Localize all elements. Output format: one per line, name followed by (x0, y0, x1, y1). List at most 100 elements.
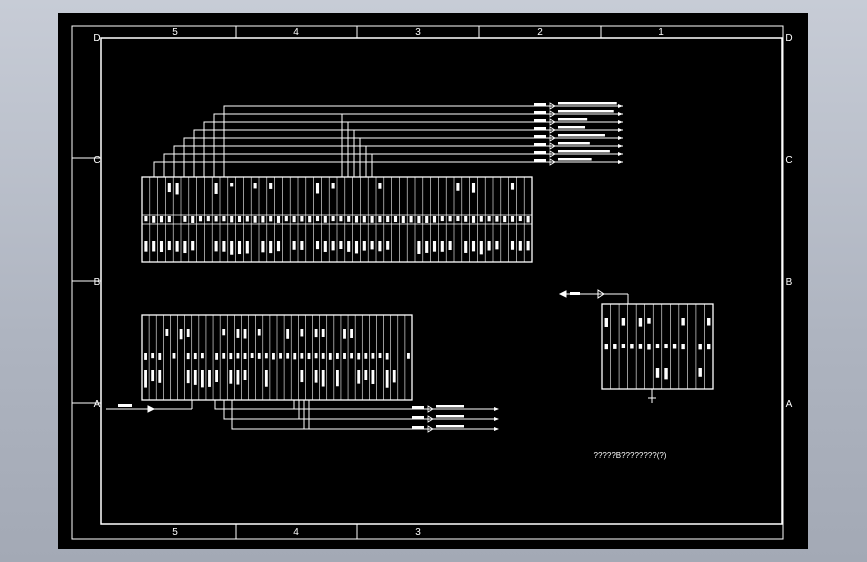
lower-output-signals (412, 405, 499, 433)
terminal-mark (638, 344, 643, 349)
signal-name-mark (436, 405, 464, 408)
output-arrow-icon (618, 144, 623, 148)
terminal-mark (456, 216, 460, 222)
terminal-mark (364, 370, 368, 381)
zone-label: 5 (172, 27, 178, 38)
output-arrow-icon (494, 407, 499, 411)
row-label: D (93, 33, 100, 44)
terminal-mark (186, 370, 190, 384)
terminal-mark (518, 241, 522, 251)
zone-label: 1 (658, 27, 664, 38)
bus-wire (183, 137, 623, 177)
terminal-mark (362, 216, 366, 223)
row-label: C (785, 155, 792, 166)
terminal-mark (261, 216, 265, 223)
terminal-mark (479, 216, 483, 222)
terminal-mark (647, 344, 651, 350)
signal-name-mark (558, 118, 588, 121)
terminal-mark (215, 353, 219, 360)
terminal-mark (495, 241, 499, 250)
terminal-mark (440, 241, 444, 252)
terminal-mark (350, 353, 354, 359)
terminal-mark (315, 183, 320, 194)
output-arrow-icon (494, 427, 499, 431)
terminal-mark (158, 353, 162, 360)
terminal-mark (339, 216, 343, 222)
terminal-mark (604, 344, 608, 350)
cad-viewport[interactable]: 5 4 3 2 1 5 4 3 D C B A D C B A (58, 13, 808, 549)
terminal-mark (222, 353, 226, 359)
terminal-mark (214, 183, 218, 194)
lower-input-arrow (106, 400, 193, 413)
terminal-mark (432, 241, 437, 252)
terminal-mark (269, 241, 273, 254)
terminal-mark (167, 216, 171, 223)
terminal-mark (328, 353, 332, 360)
terminal-mark (321, 329, 325, 337)
top-zone-labels: 5 4 3 2 1 (172, 27, 664, 38)
bus-wire (223, 105, 623, 177)
upper-terminal-block (141, 176, 533, 263)
bus-wire (223, 400, 498, 420)
terminal-mark (315, 241, 320, 250)
terminal-mark (144, 241, 148, 252)
terminal-mark (193, 370, 197, 385)
terminal-mark (206, 216, 210, 222)
output-arrow-icon (549, 150, 556, 158)
terminal-mark (292, 216, 296, 223)
terminal-mark (276, 216, 281, 223)
terminal-mark (471, 241, 476, 252)
terminal-mark (214, 216, 218, 222)
terminal-mark (364, 353, 368, 359)
bus-wire (213, 113, 623, 177)
terminal-mark (479, 241, 483, 255)
signal-name-mark (436, 425, 464, 428)
terminal-mark (230, 216, 234, 223)
terminal-mark (392, 370, 396, 383)
terminal-mark (314, 329, 318, 338)
terminal-mark (407, 353, 410, 359)
output-arrow-icon (549, 134, 556, 142)
terminal-mark (236, 329, 240, 338)
right-row-labels: D C B A (785, 33, 792, 410)
terminal-mark (158, 370, 162, 383)
terminal-mark (284, 216, 288, 222)
terminal-mark (495, 216, 499, 222)
terminal-mark (276, 241, 281, 252)
terminal-mark (401, 216, 405, 223)
terminal-mark (343, 329, 346, 339)
terminal-mark (385, 353, 389, 360)
sheet-outer-border (71, 25, 784, 540)
terminal-mark (471, 183, 476, 193)
terminal-mark (331, 216, 335, 222)
terminal-mark (621, 344, 626, 349)
signal-tag (412, 416, 424, 419)
terminal-mark (510, 183, 515, 190)
terminal-mark (664, 368, 668, 380)
terminal-mark (245, 216, 249, 222)
terminal-mark (191, 216, 195, 223)
terminal-mark (343, 353, 346, 359)
terminal-mark (331, 183, 335, 189)
terminal-mark (664, 344, 668, 349)
terminal-mark (604, 318, 608, 327)
terminal-mark (321, 353, 325, 359)
terminal-mark (152, 241, 156, 252)
terminal-mark (230, 183, 234, 187)
output-arrow-icon (549, 126, 556, 134)
output-arrow-icon (549, 158, 556, 166)
zone-ticks (72, 26, 783, 539)
output-arrow-icon (618, 136, 623, 140)
row-label: B (94, 277, 101, 288)
terminal-mark (471, 216, 476, 223)
terminal-mark (503, 216, 507, 223)
terminal-mark (200, 370, 204, 388)
terminal-mark (347, 216, 351, 222)
terminal-mark (370, 241, 374, 250)
terminal-mark (243, 370, 247, 381)
terminal-mark (417, 216, 421, 223)
right-terminal-block (601, 303, 714, 390)
terminal-mark (487, 216, 491, 222)
terminal-mark (464, 216, 468, 222)
terminal-mark (245, 241, 249, 254)
